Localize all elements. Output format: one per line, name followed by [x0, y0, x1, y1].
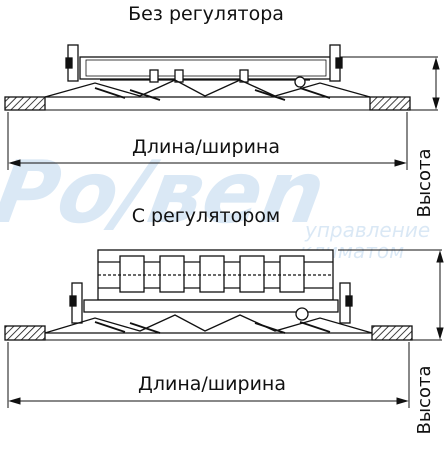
top-title: Без регулятора — [128, 3, 284, 25]
top-grille — [4, 44, 411, 111]
top-dimensions — [7, 56, 440, 170]
bottom-height-label: Высота — [414, 366, 435, 435]
bottom-grille — [4, 249, 413, 341]
top-height-label: Высота — [414, 149, 435, 218]
bottom-width-label: Длина/ширина — [138, 373, 286, 395]
top-width-label: Длина/ширина — [132, 136, 280, 158]
bottom-dimensions — [7, 249, 444, 408]
watermark-brand: Po/вen — [0, 144, 332, 243]
bottom-title: С регулятором — [132, 205, 281, 227]
watermark: Po/вen управление климатом — [0, 144, 430, 263]
watermark-line1: управление — [304, 218, 430, 242]
